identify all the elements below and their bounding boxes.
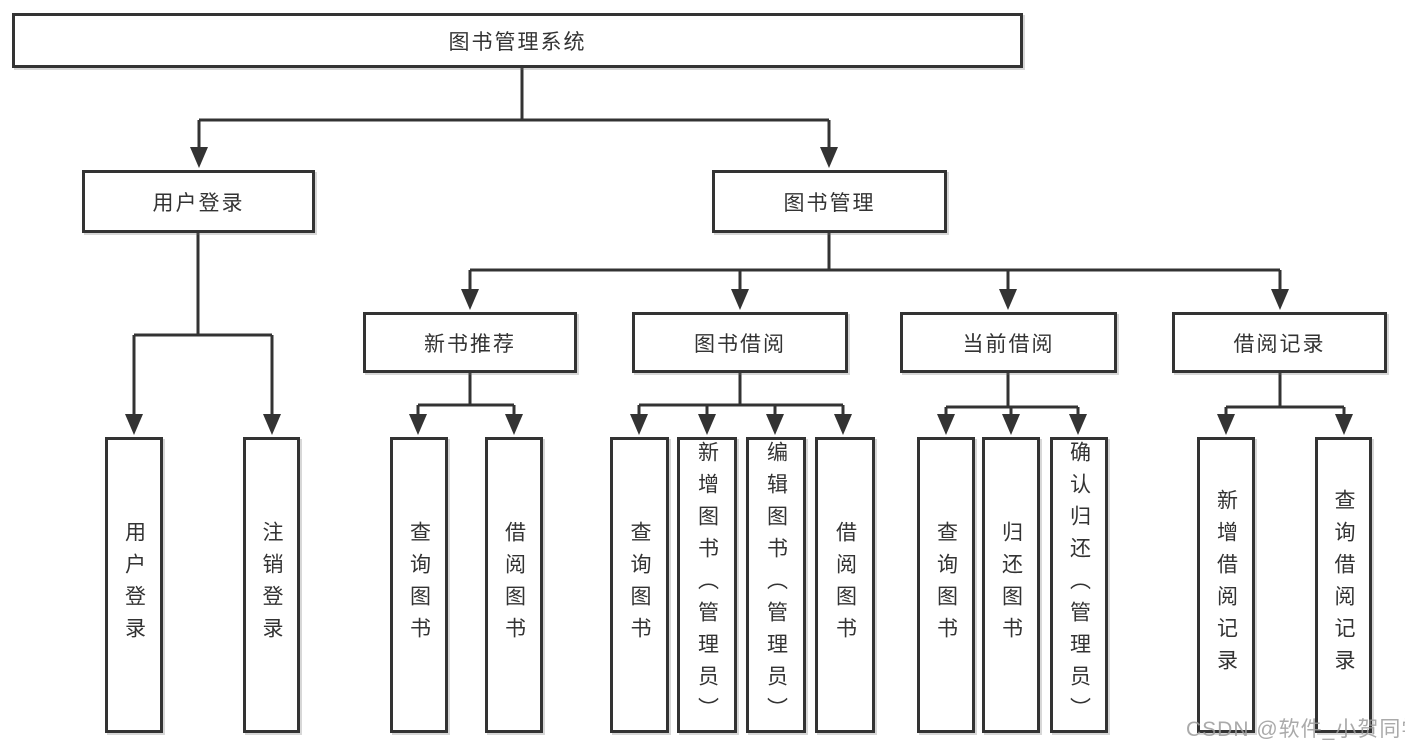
leaf-label: 新增图书（管理员） — [695, 441, 719, 729]
leaf-query-books-borrow: 查询图书 — [610, 437, 669, 733]
node-label: 图书管理 — [783, 191, 876, 215]
node-label: 借阅记录 — [1233, 332, 1326, 356]
watermark: CSDN @软件_小贺同学 — [1186, 718, 1405, 741]
node-borrowing-records: 借阅记录 — [1172, 312, 1387, 373]
leaf-query-books-current: 查询图书 — [917, 437, 975, 733]
leaf-label: 用户登录 — [122, 521, 146, 649]
leaf-borrow-books-recommend: 借阅图书 — [485, 437, 543, 733]
leaf-label: 新增借阅记录 — [1214, 489, 1238, 681]
leaf-label: 注销登录 — [260, 521, 283, 649]
node-book-management: 图书管理 — [712, 170, 947, 233]
node-label: 图书管理系统 — [448, 30, 587, 54]
node-label: 当前借阅 — [962, 332, 1055, 356]
leaf-label: 编辑图书（管理员） — [764, 441, 788, 729]
node-library-management-system: 图书管理系统 — [12, 13, 1023, 68]
leaf-query-borrow-record: 查询借阅记录 — [1315, 437, 1372, 733]
node-label: 用户登录 — [152, 191, 245, 215]
node-new-book-recommend: 新书推荐 — [363, 312, 577, 373]
leaf-label: 查询借阅记录 — [1332, 489, 1355, 681]
leaf-confirm-return-admin: 确认归还（管理员） — [1050, 437, 1108, 733]
leaf-label: 归还图书 — [999, 521, 1023, 649]
leaf-label: 借阅图书 — [833, 521, 857, 649]
node-user-login: 用户登录 — [82, 170, 315, 233]
leaf-label: 查询图书 — [407, 521, 431, 649]
leaf-add-book-admin: 新增图书（管理员） — [677, 437, 737, 733]
node-book-borrowing: 图书借阅 — [632, 312, 848, 373]
leaf-return-books: 归还图书 — [982, 437, 1040, 733]
node-current-borrowing: 当前借阅 — [900, 312, 1117, 373]
leaf-query-books-recommend: 查询图书 — [390, 437, 448, 733]
leaf-edit-book-admin: 编辑图书（管理员） — [746, 437, 806, 733]
leaf-label: 借阅图书 — [502, 521, 526, 649]
leaf-label: 查询图书 — [628, 521, 651, 649]
leaf-logout: 注销登录 — [243, 437, 300, 733]
leaf-user-login: 用户登录 — [105, 437, 163, 733]
arrowhead-icons — [125, 147, 1353, 435]
node-label: 图书借阅 — [694, 332, 786, 356]
leaf-label: 查询图书 — [934, 521, 958, 649]
node-label: 新书推荐 — [424, 332, 516, 356]
leaf-borrow-books: 借阅图书 — [815, 437, 875, 733]
leaf-label: 确认归还（管理员） — [1067, 441, 1091, 729]
leaf-add-borrow-record: 新增借阅记录 — [1197, 437, 1255, 733]
